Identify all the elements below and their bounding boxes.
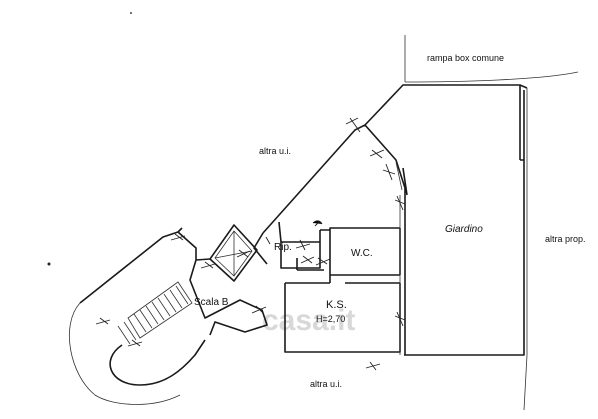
property-boundary bbox=[523, 88, 528, 411]
garden-outline bbox=[364, 84, 528, 356]
stair-curve bbox=[109, 339, 206, 386]
ramp-boundary bbox=[404, 35, 579, 83]
label-giardino: Giardino bbox=[445, 224, 483, 235]
label-rip: Rip. bbox=[274, 242, 292, 253]
label-scala: Scala B bbox=[194, 297, 229, 308]
lift-shaft-cross bbox=[214, 230, 253, 277]
label-wc: W.C. bbox=[351, 248, 373, 259]
label-altra-top: altra u.i. bbox=[259, 146, 291, 156]
stairwell-walls bbox=[79, 227, 268, 336]
dot bbox=[47, 262, 51, 266]
stair-curve-outer bbox=[68, 302, 181, 405]
label-ks: K.S. bbox=[326, 299, 347, 311]
dot bbox=[130, 12, 132, 14]
label-altra-bottom: altra u.i. bbox=[310, 379, 342, 389]
stair-flight bbox=[117, 281, 193, 345]
east-wall-inner bbox=[395, 161, 403, 355]
label-ks-height: H=2,70 bbox=[316, 314, 345, 324]
label-rampa: rampa box comune bbox=[427, 53, 504, 63]
watermark: casa.it bbox=[262, 304, 355, 337]
plant-icon bbox=[312, 220, 323, 227]
lift-shaft bbox=[209, 224, 258, 282]
wall-ticks bbox=[95, 117, 406, 371]
label-altra-prop: altra prop. bbox=[545, 234, 586, 244]
